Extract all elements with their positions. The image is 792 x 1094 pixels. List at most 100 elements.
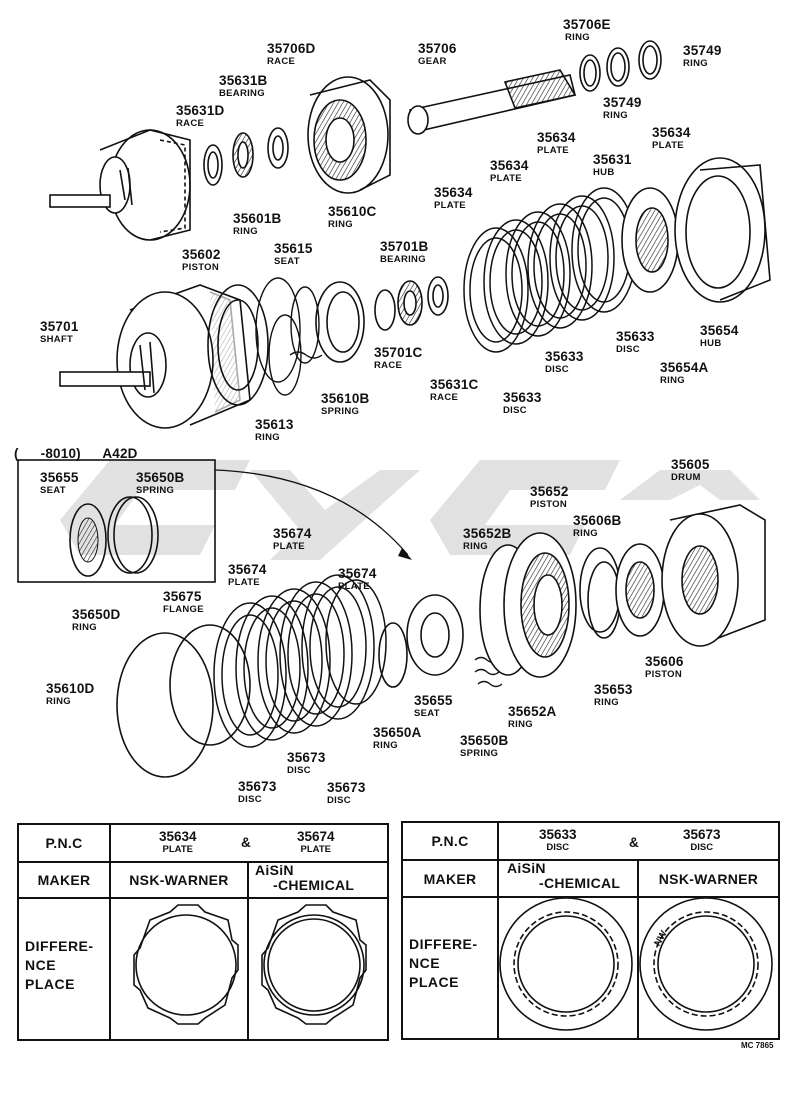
part-name: PLATE	[273, 540, 305, 552]
part-number: 35674	[273, 526, 312, 541]
diff-line-2: NCE	[409, 954, 441, 971]
part-name: DISC	[287, 764, 311, 776]
part-number: 35650B	[136, 470, 185, 485]
part-number: 35606B	[573, 513, 622, 528]
part-name: RING	[508, 718, 533, 730]
part-number: 35610B	[321, 391, 370, 406]
part-number: 35654A	[660, 360, 709, 375]
part-number: 35606	[645, 654, 684, 669]
plate-diagram-aisin	[261, 904, 367, 1025]
piston-35652-shape	[479, 532, 577, 678]
maker-1-line-1: AiSiN	[507, 860, 546, 876]
maker-1: NSK-WARNER	[129, 872, 229, 888]
part-number: 35673	[238, 779, 277, 794]
part-name: RACE	[374, 359, 403, 371]
diff-line-1: DIFFERE-	[409, 936, 478, 952]
part-name: DISC	[238, 793, 262, 805]
part-number: 35633	[539, 827, 577, 842]
pnc-ampersand: &	[629, 835, 639, 850]
part-number: 35653	[594, 682, 633, 697]
part-number: 35631B	[219, 73, 268, 88]
rings-35606b-35653	[579, 547, 621, 639]
part-number: 35634	[652, 125, 691, 140]
diff-line-1: DIFFERE-	[25, 938, 94, 954]
part-number: 35610D	[46, 681, 95, 696]
part-name: DISC	[690, 842, 714, 853]
part-number: 35650D	[72, 607, 121, 622]
part-number: 35601B	[233, 211, 282, 226]
part-number: 35613	[255, 417, 294, 432]
piston-35606-shape	[615, 543, 665, 637]
rings-35601b-35613	[255, 277, 302, 396]
diff-line-3: PLACE	[409, 973, 459, 990]
part-number: 35602	[182, 247, 221, 262]
part-number: 35674	[228, 562, 267, 577]
part-name: SPRING	[136, 484, 175, 496]
race-35706d-shape	[267, 127, 289, 169]
part-name: PISTON	[645, 668, 682, 680]
race-35631d-shape	[203, 144, 223, 186]
part-name: DISC	[327, 794, 351, 806]
part-name: DISC	[546, 842, 570, 853]
rings-35706e-35749	[579, 40, 662, 92]
part-name: PISTON	[182, 261, 219, 273]
inset-box	[17, 459, 216, 583]
maker-2-line-1: AiSiN	[255, 862, 294, 878]
part-number: 35673	[683, 827, 721, 842]
part-name: HUB	[700, 337, 722, 349]
maker-1-line-2: -CHEMICAL	[539, 875, 621, 892]
spring-seat-35615	[289, 286, 323, 364]
part-number: 35706E	[563, 17, 611, 32]
part-name: RING	[594, 696, 619, 708]
hub-35654-shape	[674, 157, 771, 303]
piston-35602-shape	[207, 284, 269, 406]
part-name: PLATE	[228, 576, 260, 588]
part-name: SEAT	[40, 484, 66, 496]
hub-35631-shape	[621, 187, 679, 293]
pnc-label: P.N.C	[45, 835, 83, 851]
inset-pointer-arrow	[214, 469, 409, 556]
ring-35610c-shape	[315, 281, 365, 363]
snap-ring-35610d	[116, 632, 214, 778]
maker-2: AiSiN-CHEMICAL	[251, 862, 387, 894]
part-number: 35674	[338, 566, 377, 581]
diff-line-3: PLACE	[25, 975, 75, 992]
part-name: RING	[603, 109, 628, 121]
part-number: 35701B	[380, 239, 429, 254]
difference-place-label: DIFFERE- NCE PLACE	[409, 935, 497, 992]
variant-note-text: ( -8010) A42D	[14, 446, 138, 461]
part-name: RING	[46, 695, 71, 707]
part-number: 35652B	[463, 526, 512, 541]
part-number: 35633	[545, 349, 584, 364]
part-number: 35650A	[373, 725, 422, 740]
part-name: BEARING	[219, 87, 265, 99]
part-name: GEAR	[418, 55, 447, 67]
part-name: RING	[373, 739, 398, 751]
pnc-ampersand: &	[241, 835, 251, 850]
part-number: 35706D	[267, 41, 316, 56]
